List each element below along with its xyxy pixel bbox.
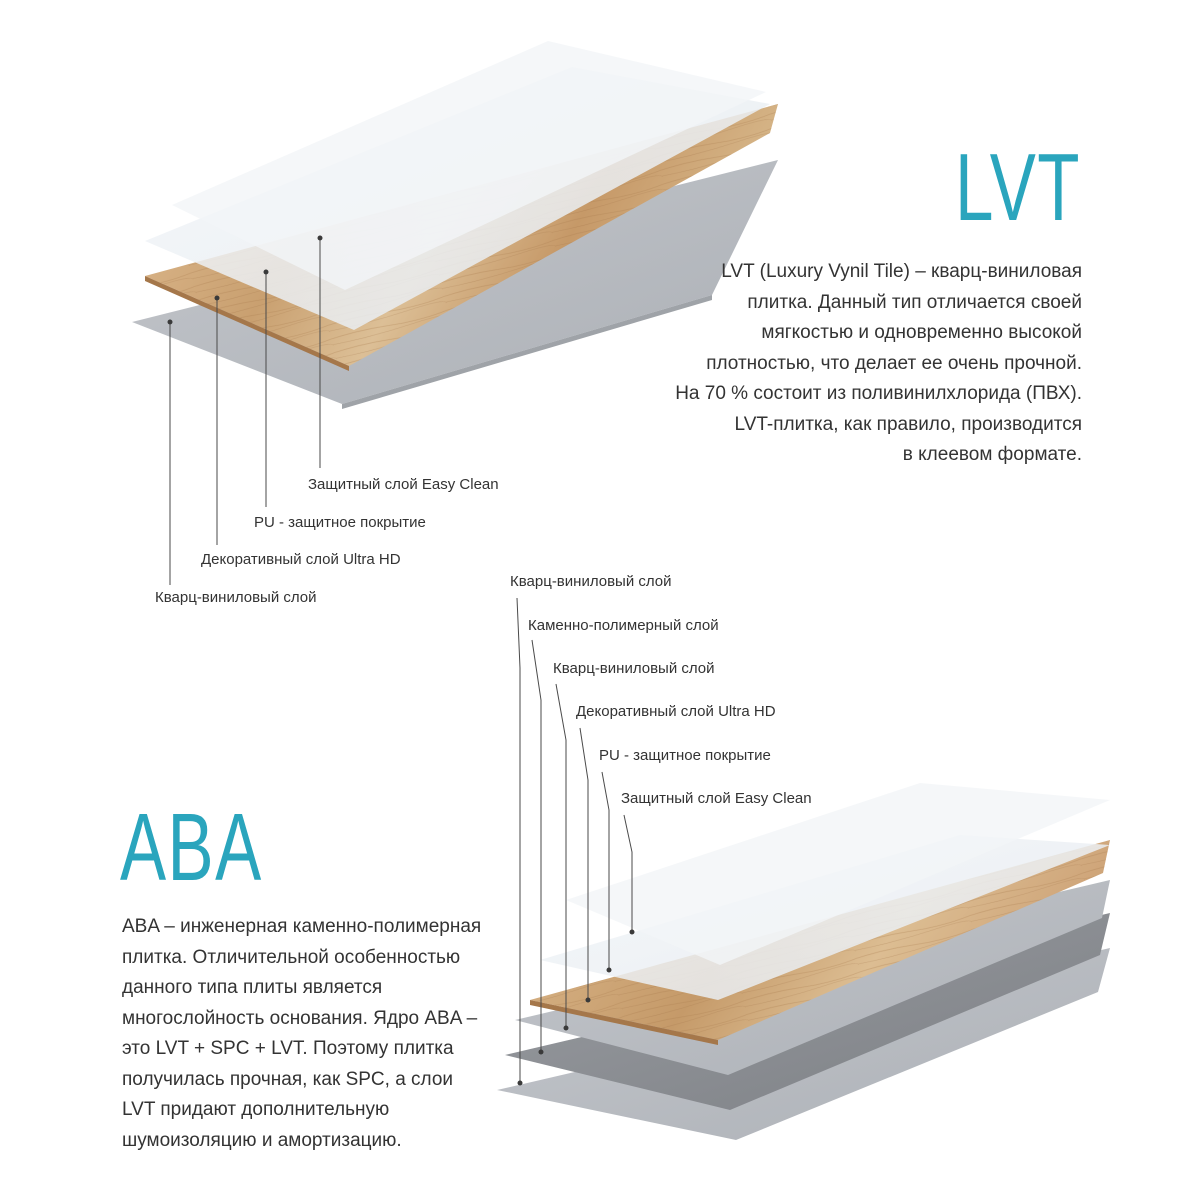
aba-description-line: получилась прочная, как SPC, а слои — [122, 1068, 454, 1090]
lvt-layer-stack — [132, 41, 778, 409]
lvt-description-line: плитка. Данный тип отличается своей — [747, 291, 1082, 313]
aba-description-line: шумоизоляцию и амортизацию. — [122, 1129, 402, 1151]
aba-label-pu-coating: PU - защитное покрытие — [599, 747, 771, 764]
aba-label-easy-clean: Защитный слой Easy Clean — [621, 790, 812, 807]
aba-description-line: плитка. Отличительной особенностью — [122, 946, 461, 968]
lvt-label-easy-clean: Защитный слой Easy Clean — [308, 476, 499, 493]
aba-description-line: многослойность основания. Ядро ABA – — [122, 1007, 478, 1029]
aba-label-quartz-vinyl-1: Кварц-виниловый слой — [510, 573, 672, 590]
lvt-label-quartz-vinyl: Кварц-виниловый слой — [155, 589, 317, 606]
aba-description-line: LVT придают дополнительную — [122, 1099, 390, 1120]
lvt-description-line: LVT-плитка, как правило, производится — [734, 413, 1082, 435]
lvt-description-line: LVT (Luxury Vynil Tile) – кварц-винилова… — [721, 261, 1082, 282]
aba-label-decorative: Декоративный слой Ultra HD — [576, 703, 776, 720]
aba-description-line: это LVT + SPC + LVT. Поэтому плитка — [122, 1038, 454, 1059]
aba-title: ABA — [120, 794, 263, 901]
lvt-description-line: мягкостью и одновременно высокой — [761, 322, 1082, 343]
lvt-label-decorative: Декоративный слой Ultra HD — [201, 551, 401, 568]
lvt-description: LVT (Luxury Vynil Tile) – кварц-винилова… — [675, 257, 1082, 471]
lvt-layer-easy-clean — [172, 41, 766, 290]
lvt-description-line: На 70 % состоит из поливинилхлорида (ПВХ… — [675, 383, 1082, 404]
lvt-description-line: в клеевом формате. — [902, 444, 1082, 465]
lvt-description-line: плотностью, что делает ее очень прочной. — [706, 352, 1082, 374]
aba-leaders — [516, 597, 635, 1086]
lvt-leaders — [167, 235, 323, 585]
lvt-label-pu-coating: PU - защитное покрытие — [254, 514, 426, 531]
lvt-title: LVT — [955, 134, 1081, 241]
aba-label-stone-polymer: Каменно-полимерный слой — [528, 617, 719, 634]
aba-layer-easy-clean — [566, 783, 1110, 965]
aba-label-quartz-vinyl-2: Кварц-виниловый слой — [553, 660, 715, 677]
aba-description: ABA – инженерная каменно-полимерная плит… — [122, 912, 481, 1156]
aba-description-line: ABA – инженерная каменно-полимерная — [122, 916, 482, 937]
aba-layer-stack — [497, 783, 1110, 1140]
aba-description-line: данного типа плиты является — [122, 977, 383, 998]
